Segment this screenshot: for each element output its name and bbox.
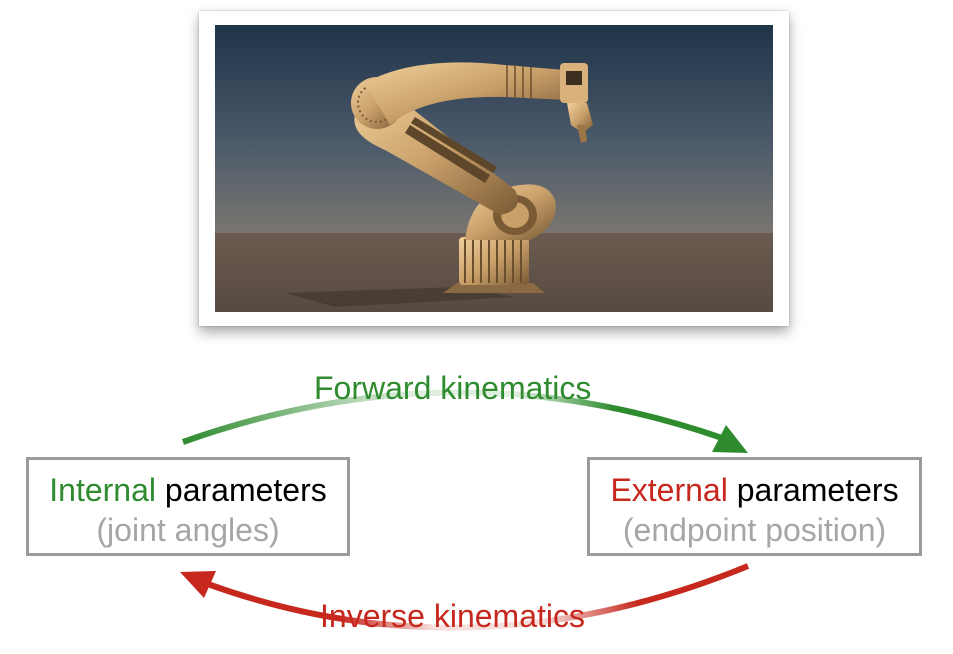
internal-parameters-box: Internal parameters (joint angles) xyxy=(26,457,350,556)
internal-parameters-title: Internal parameters xyxy=(29,472,347,508)
forward-kinematics-label: Forward kinematics xyxy=(314,370,592,406)
external-parameters-subtitle: (endpoint position) xyxy=(622,512,887,548)
external-highlight: External xyxy=(610,472,728,508)
external-title-rest: parameters xyxy=(727,472,899,508)
internal-parameters-subtitle: (joint angles) xyxy=(96,512,280,548)
external-parameters-box: External parameters (endpoint position) xyxy=(587,457,922,556)
robot-arm-photo-frame xyxy=(199,11,789,326)
internal-title-rest: parameters xyxy=(156,472,327,508)
robot-arm-photo xyxy=(215,25,773,312)
internal-highlight: Internal xyxy=(49,472,156,508)
forward-kinematics-arrow xyxy=(181,389,723,445)
inverse-kinematics-arrow xyxy=(203,563,750,631)
forward-arrowhead-icon xyxy=(712,425,748,453)
inverse-arrowhead-icon xyxy=(180,571,216,598)
inverse-kinematics-label: Inverse kinematics xyxy=(320,598,585,634)
external-parameters-title: External parameters xyxy=(590,472,919,508)
